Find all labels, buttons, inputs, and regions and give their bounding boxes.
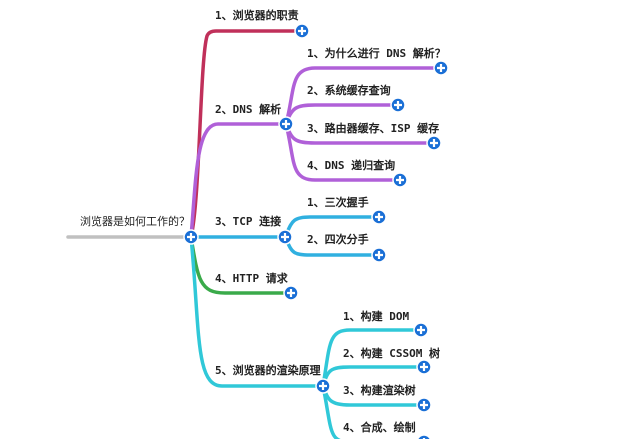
plus-circle-icon[interactable] xyxy=(371,247,387,263)
plus-circle-icon[interactable] xyxy=(294,23,310,39)
branch-line-5 xyxy=(189,235,325,388)
child-line-2-4 xyxy=(284,122,402,182)
child-label-3-2[interactable]: 2、四次分手 xyxy=(307,233,369,246)
child-line-5-1 xyxy=(321,328,423,388)
child-label-2-3[interactable]: 3、路由器缓存、ISP 缓存 xyxy=(307,122,440,135)
child-label-2-4[interactable]: 4、DNS 递归查询 xyxy=(307,159,396,172)
child-line-2-1 xyxy=(284,66,443,126)
branch-label-4[interactable]: 4、HTTP 请求 xyxy=(215,272,288,285)
plus-circle-icon[interactable] xyxy=(413,322,429,338)
plus-circle-icon[interactable] xyxy=(416,359,432,375)
child-label-5-3[interactable]: 3、构建渲染树 xyxy=(343,384,416,397)
child-label-3-1[interactable]: 1、三次握手 xyxy=(307,196,369,209)
plus-circle-icon[interactable] xyxy=(416,397,432,413)
root-label[interactable]: 浏览器是如何工作的？ xyxy=(80,215,190,228)
plus-circle-icon[interactable] xyxy=(433,60,449,76)
child-label-5-2[interactable]: 2、构建 CSSOM 树 xyxy=(343,347,440,360)
branch-label-2[interactable]: 2、DNS 解析 xyxy=(215,103,282,116)
plus-circle-icon[interactable] xyxy=(371,209,387,225)
plus-circle-icon[interactable] xyxy=(278,116,294,132)
branch-line-1 xyxy=(189,29,304,239)
plus-circle-icon[interactable] xyxy=(426,135,442,151)
child-label-5-1[interactable]: 1、构建 DOM xyxy=(343,310,410,323)
child-label-2-1[interactable]: 1、为什么进行 DNS 解析？ xyxy=(307,47,446,60)
plus-circle-icon[interactable] xyxy=(416,434,432,439)
branch-label-1[interactable]: 1、浏览器的职责 xyxy=(215,9,299,22)
plus-circle-icon[interactable] xyxy=(390,97,406,113)
plus-circle-icon[interactable] xyxy=(283,285,299,301)
plus-circle-icon[interactable] xyxy=(183,229,199,245)
child-line-5-4 xyxy=(321,384,342,439)
child-label-5-4[interactable]: 4、合成、绘制 xyxy=(343,421,416,434)
plus-circle-icon[interactable] xyxy=(315,378,331,394)
plus-circle-icon[interactable] xyxy=(392,172,408,188)
branch-label-5[interactable]: 5、浏览器的渲染原理 xyxy=(215,364,321,377)
child-label-2-2[interactable]: 2、系统缓存查询 xyxy=(307,84,391,97)
plus-circle-icon[interactable] xyxy=(277,229,293,245)
branch-line-2 xyxy=(189,122,288,239)
branch-label-3[interactable]: 3、TCP 连接 xyxy=(215,215,282,228)
